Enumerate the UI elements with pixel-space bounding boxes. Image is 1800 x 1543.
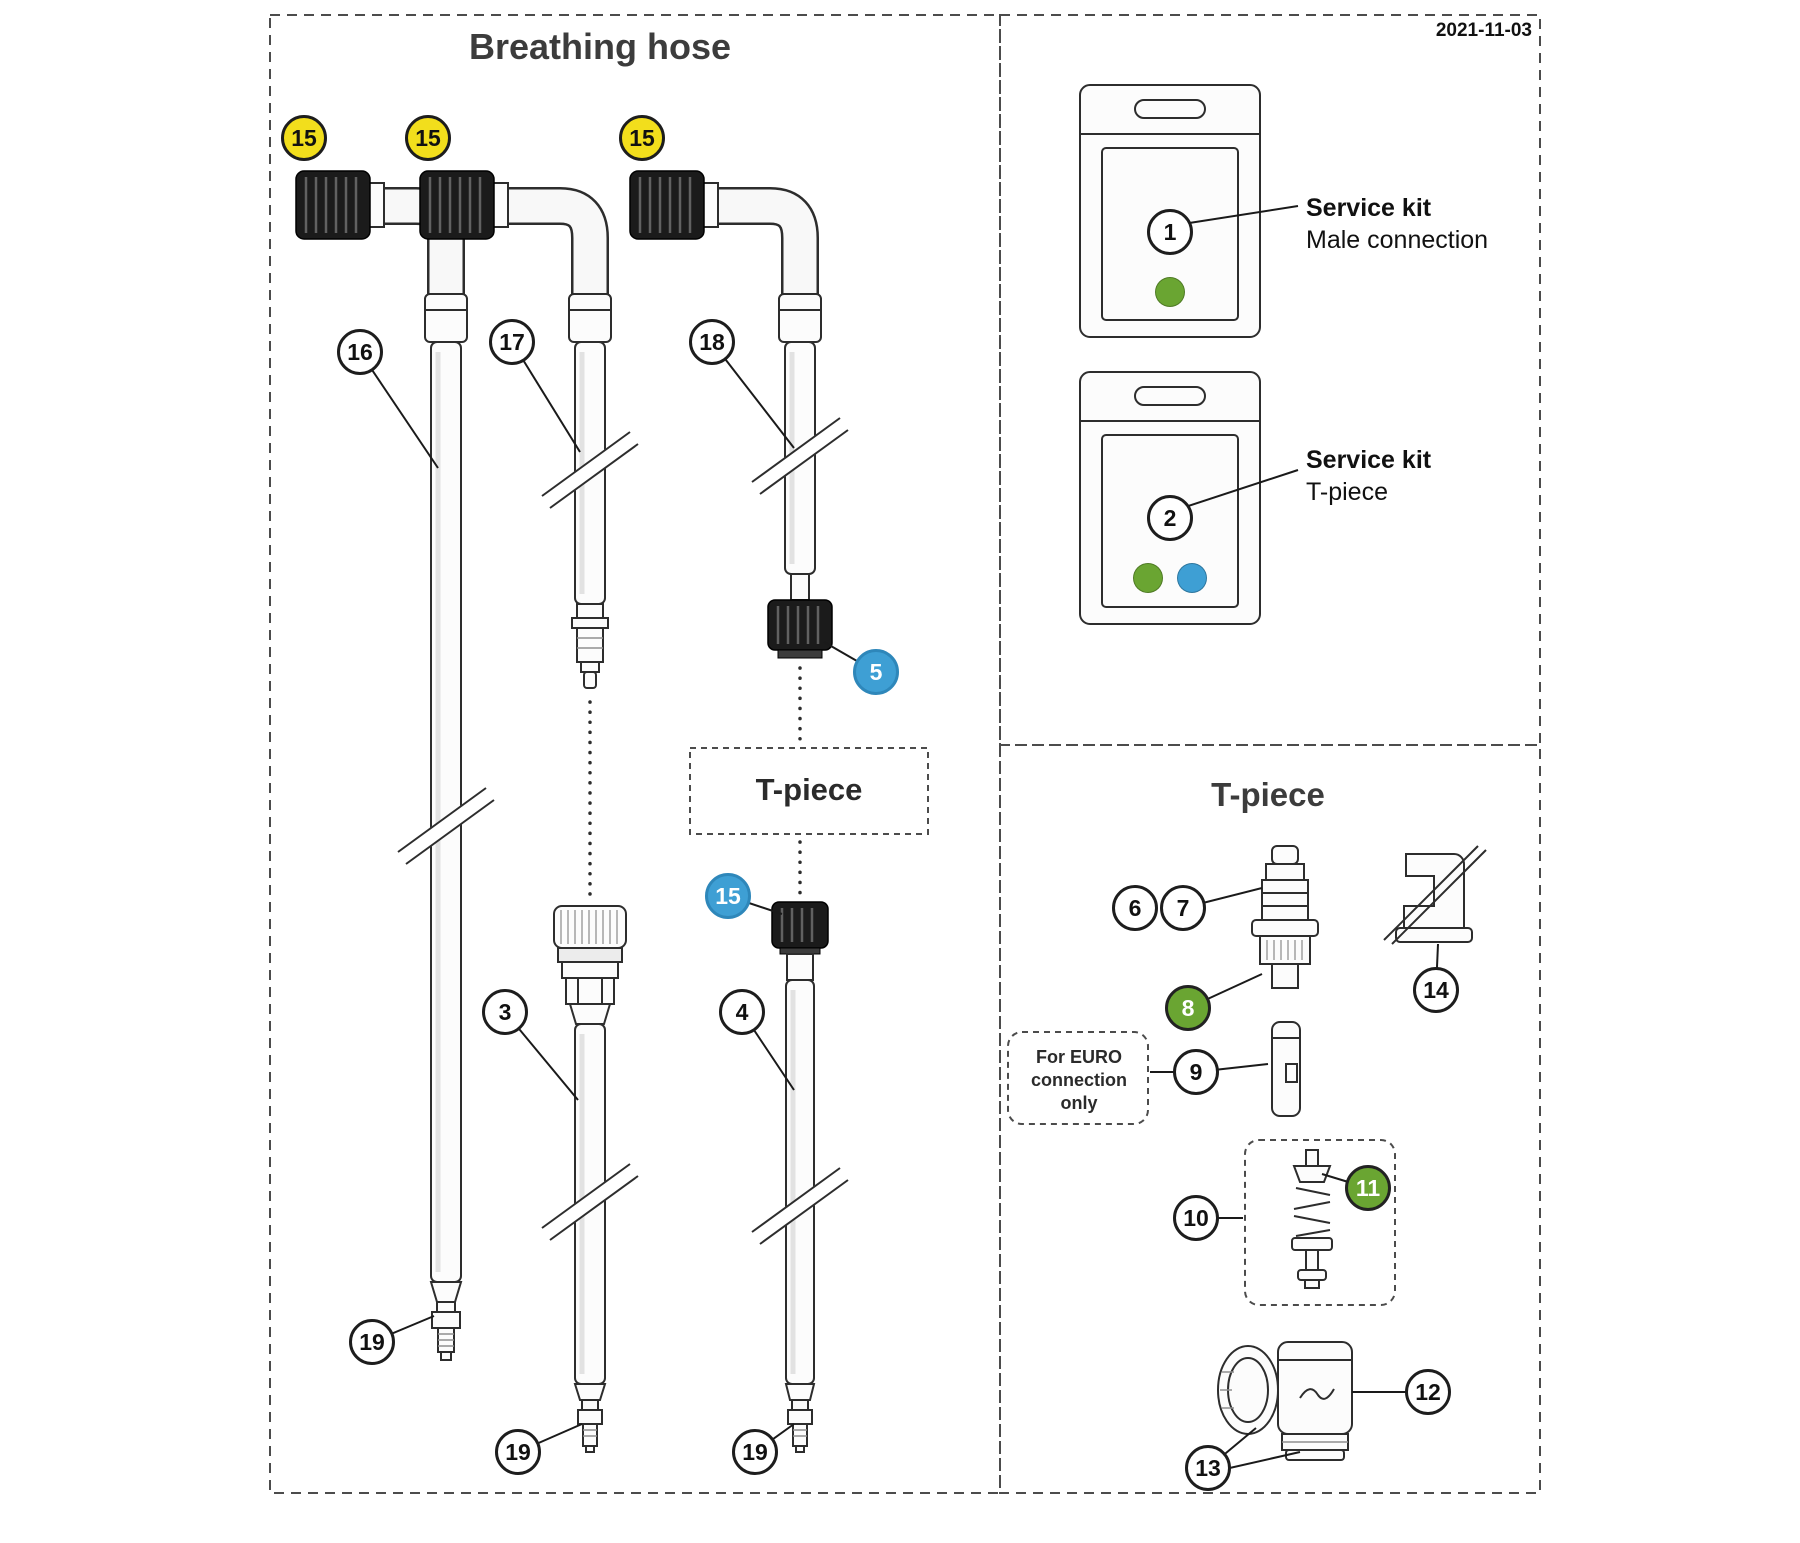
callout-14: 14 [1413, 967, 1459, 1013]
callout-19-hose-4: 19 [732, 1429, 778, 1475]
service-kit-1-package [1079, 84, 1299, 338]
tpiece-connection-label: T-piece [755, 772, 863, 807]
callout-4: 4 [719, 989, 765, 1035]
euro-connection-note: For EURO connection only [1008, 1046, 1150, 1115]
callout-5: 5 [853, 649, 899, 695]
callout-17: 17 [489, 319, 535, 365]
valve-10-box [1244, 1139, 1396, 1306]
tpiece-section-title: T-piece [1211, 776, 1325, 813]
tpiece-label-box [689, 747, 929, 835]
callout-11: 11 [1345, 1165, 1391, 1211]
euro-note-line1: For EURO [1035, 1047, 1122, 1067]
connector-3-illustration [541, 905, 639, 1453]
kit1-label: Service kit Male connection [1306, 192, 1488, 256]
kit2-label: Service kit T-piece [1306, 444, 1431, 508]
callout-15-hose-17: 15 [405, 115, 451, 161]
green-oring-dot-kit2 [1133, 563, 1163, 593]
hanger-hole [1134, 99, 1206, 119]
euro-note-line3: only [1060, 1093, 1098, 1113]
hose-16-illustration [295, 170, 495, 1361]
callout-10: 10 [1173, 1195, 1219, 1241]
blue-oring-dot-kit2 [1177, 563, 1207, 593]
callout-8: 8 [1165, 985, 1211, 1031]
callout-12: 12 [1405, 1369, 1451, 1415]
revision-date: 2021-11-03 [1435, 20, 1532, 41]
euro-note-box [1007, 1031, 1149, 1125]
service-kit-panel-border [999, 14, 1541, 746]
hose-4-illustration [751, 840, 849, 1453]
tpiece-body-12-13-illustration [1217, 1341, 1353, 1461]
kit2-number-badge: 2 [1147, 495, 1193, 541]
kit2-title: Service kit [1306, 446, 1432, 474]
hose18-nut [629, 170, 705, 240]
hose-17-illustration [419, 170, 639, 900]
breathing-hose-section-title: Breathing hose [468, 26, 732, 67]
nut-15-tpiece [771, 901, 829, 949]
callout-19-hose-3: 19 [495, 1429, 541, 1475]
callout-16: 16 [337, 329, 383, 375]
insert-9-illustration [1271, 1021, 1301, 1117]
hose16-nut [295, 170, 371, 240]
callout-13: 13 [1185, 1445, 1231, 1491]
callout-3: 3 [482, 989, 528, 1035]
callout-9: 9 [1173, 1049, 1219, 1095]
holder-14-illustration [1383, 845, 1487, 945]
callout-15-hose-18: 15 [619, 115, 665, 161]
callout-6: 6 [1112, 885, 1158, 931]
callout-15-tpiece: 15 [705, 873, 751, 919]
callout-15-hose-16: 15 [281, 115, 327, 161]
hose-18-illustration [629, 170, 849, 742]
euro-note-line2: connection [1030, 1070, 1127, 1090]
kit1-title: Service kit [1306, 194, 1432, 222]
tpiece-panel-border [999, 744, 1541, 1494]
kit1-subtitle: Male connection [1306, 226, 1489, 254]
valve-10-11-illustration [1291, 1149, 1333, 1289]
hose17-nut [419, 170, 495, 240]
callout-7: 7 [1160, 885, 1206, 931]
green-oring-dot-kit1 [1155, 277, 1185, 307]
callout-19-hose-16: 19 [349, 1319, 395, 1365]
hanger-hole [1134, 386, 1206, 406]
logo-mark [1299, 1388, 1335, 1400]
callout-18: 18 [689, 319, 735, 365]
male-coupling-6-7-illustration [1251, 845, 1319, 989]
kit2-subtitle: T-piece [1306, 478, 1388, 506]
kit1-number-badge: 1 [1147, 209, 1193, 255]
